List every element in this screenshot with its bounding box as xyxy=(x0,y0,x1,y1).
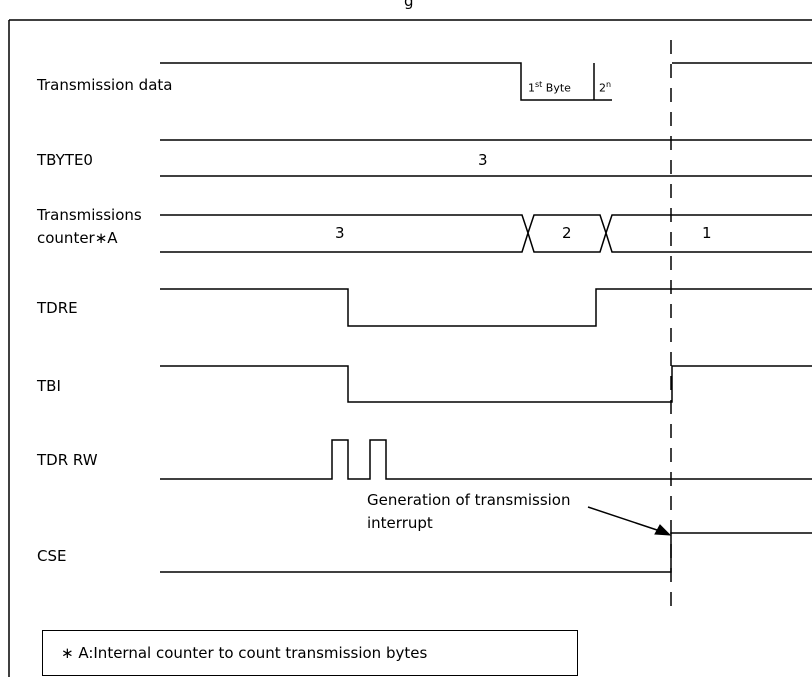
counter-label-line1: Transmissions xyxy=(37,206,142,224)
counter-bus-waveform xyxy=(160,214,812,253)
annotation-arrowhead xyxy=(654,524,672,536)
tbyte0-label: TBYTE0 xyxy=(37,151,93,169)
footnote-box: ∗ A:Internal counter to count transmissi… xyxy=(42,630,578,676)
cse-waveform xyxy=(160,532,812,573)
counter-value-2: 2 xyxy=(562,224,572,242)
transmission-data-label: Transmission data xyxy=(37,76,173,94)
tbyte0-value: 3 xyxy=(478,151,488,169)
cse-label: CSE xyxy=(37,547,67,565)
tdr-rw-waveform xyxy=(160,439,812,480)
byte1-label: 1st Byte xyxy=(528,80,571,95)
byte2-label: 2n xyxy=(599,80,612,95)
tdre-label: TDRE xyxy=(37,299,78,317)
counter-value-3: 3 xyxy=(335,224,345,242)
counter-label-line2: counter∗A xyxy=(37,229,118,247)
annotation-line2: interrupt xyxy=(367,514,433,532)
transmission-data-waveform xyxy=(160,62,612,101)
tbi-waveform xyxy=(160,365,812,403)
tdre-waveform xyxy=(160,288,812,327)
tbi-label: TBI xyxy=(37,377,61,395)
tdr-rw-label: TDR RW xyxy=(37,451,98,469)
footnote-text: ∗ A:Internal counter to count transmissi… xyxy=(61,644,428,662)
annotation-line1: Generation of transmission xyxy=(367,491,571,509)
annotation-arrow-line xyxy=(587,506,661,532)
counter-value-1: 1 xyxy=(702,224,712,242)
title-partial: g xyxy=(404,0,414,10)
